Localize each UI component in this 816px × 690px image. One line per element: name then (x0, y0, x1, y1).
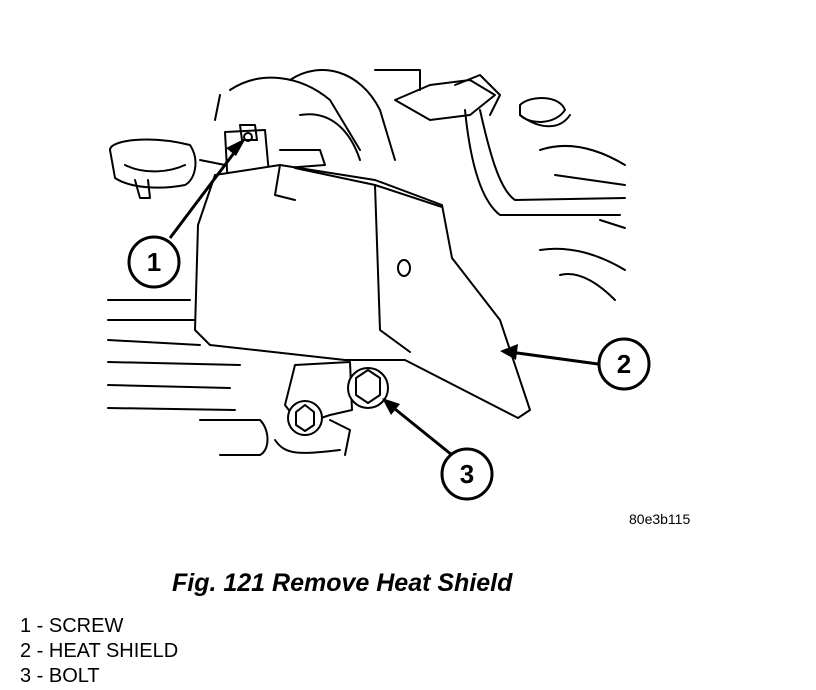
heat-shield-illustration: 1 2 3 (107, 69, 651, 501)
callout-3-number: 3 (460, 459, 474, 489)
heat-shield (194, 164, 531, 419)
callout-2: 2 (500, 337, 651, 391)
callout-1: 1 (127, 138, 246, 289)
callout-3: 3 (382, 398, 494, 501)
legend-item-heat-shield: 2 - HEAT SHIELD (20, 640, 179, 662)
figure-caption: Fig. 121 Remove Heat Shield (172, 569, 513, 597)
legend-list: 1 - SCREW 2 - HEAT SHIELD 3 - BOLT (20, 614, 178, 689)
callout-1-number: 1 (147, 247, 161, 277)
figure-code: 80e3b115 (629, 511, 691, 527)
callout-2-number: 2 (617, 349, 631, 379)
bolt-bracket (284, 361, 389, 436)
legend-item-bolt: 3 - BOLT (20, 665, 100, 687)
legend-item-screw: 1 - SCREW (20, 615, 124, 637)
engine-background (107, 69, 626, 456)
